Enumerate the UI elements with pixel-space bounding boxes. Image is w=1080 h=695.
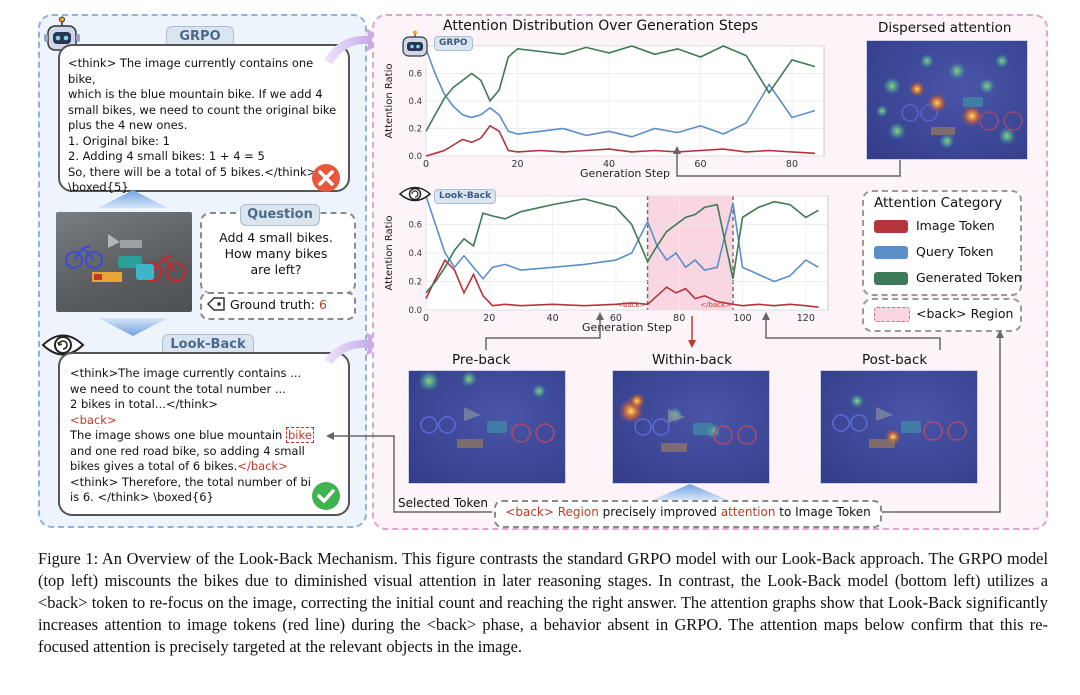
curve-arrow-top-icon [324,28,386,64]
ground-truth: Ground truth: 6 [230,297,327,312]
legend-swatch-image [874,220,908,233]
legend-swatch-generated [874,272,908,285]
eye-lookback-icon [41,334,85,356]
figure-caption: Figure 1: An Overview of the Look-Back M… [38,549,1048,656]
up-arrow-icon [98,190,168,208]
legend-label-generated: Generated Token [916,270,1022,285]
lookback-reasoning-text: <think>The image currently contains ... … [70,366,344,506]
series-line-image-token [425,258,819,308]
post-back-label: Post-back [862,352,928,368]
y-tick-label: 0.0 [408,152,422,162]
y-tick-label: 0.2 [408,125,422,135]
y-axis-label: Attention Ratio [384,215,395,290]
x-tick-label: 40 [603,159,615,170]
within-back-label: Within-back [652,352,732,368]
lookback-reasoning-box [58,352,350,516]
post-back-heatmap [820,370,978,484]
ground-truth-label: Ground truth: [230,297,315,312]
legend-label-back-region: <back> Region [916,306,1014,321]
question-image [56,212,192,312]
ground-truth-box [200,292,356,320]
y-tick-label: 0.6 [408,70,422,80]
conclusion-part2: precisely improved [598,505,721,519]
y-tick-label: 0.0 [408,306,422,316]
x-tick-label: 60 [694,159,706,170]
x-tick-label: 80 [673,313,685,324]
attention-legend: Attention Category Image Token Query Tok… [862,190,1022,296]
x-tick-label: 80 [786,159,798,170]
x-tick-label: 40 [547,313,559,324]
question-text: Add 4 small bikes. How many bikes are le… [219,230,333,277]
pre-back-label: Pre-back [452,352,511,368]
down-arrow-icon [98,318,168,336]
dispersed-attention-label: Dispersed attention [878,20,1012,36]
conclusion-part3: attention [720,505,776,519]
x-tick-label: 100 [733,313,751,324]
legend-label-image: Image Token [916,218,995,233]
grpo-reasoning-box [58,44,350,192]
back-open-token: <back> [70,412,117,427]
eye-small-icon [398,186,432,202]
ground-truth-value: 6 [318,297,327,312]
x-axis-label: Generation Step [582,321,672,334]
wrong-icon [312,164,340,192]
conclusion-box [494,500,882,528]
lookback-badge: Look-Back [434,189,497,204]
legend-title: Attention Category [874,195,1003,211]
y-tick-label: 0.4 [408,249,422,259]
series-line-query-token [425,195,819,283]
selected-token-bike[interactable]: bike [285,427,314,443]
tag-icon [206,297,225,311]
x-axis-label: Generation Step [580,167,670,180]
chart-main-title: Attention Distribution Over Generation S… [443,18,759,34]
back-open-marker: <back> [617,301,646,309]
grpo-title: GRPO [166,26,234,48]
x-tick-label: 120 [797,313,815,324]
conclusion-text: <back> Region precisely improved attenti… [494,505,882,519]
lookback-attention-chart: <back></back>0.00.20.40.60.8020406080100… [384,192,829,334]
pre-back-heatmap [408,370,566,484]
grpo-badge: GRPO [434,36,473,51]
x-tick-label: 0 [423,159,429,170]
dispersed-attention-heatmap [866,40,1028,160]
lookback-back-text-b: and one red road bike, so adding 4 small… [70,443,305,474]
connector-lines [326,146,1004,516]
x-tick-label: 20 [483,313,495,324]
back-close-marker: </back> [700,301,731,309]
x-tick-label: 60 [610,313,622,324]
y-tick-label: 0.2 [408,278,422,288]
correct-icon [312,482,340,510]
within-back-heatmap [612,370,770,484]
curve-arrow-bottom-icon [324,332,386,364]
series-line-generated-token [425,45,816,132]
grpo-attention-chart: 0.00.20.40.60.8020406080Generation StepA… [384,42,825,180]
lookback-think-1: <think>The image currently contains ... … [70,366,302,411]
back-close-token: </back> [237,459,288,473]
y-tick-label: 0.6 [408,221,422,231]
x-tick-label: 0 [423,313,429,324]
back-region-legend: <back> Region [862,298,1022,332]
lookback-think-2: <think> Therefore, the total number of b… [70,474,312,505]
conclusion-part1: <back> Region [505,505,599,519]
x-tick-label: 20 [511,159,523,170]
legend-label-query: Query Token [916,244,994,259]
series-line-query-token [425,48,816,138]
legend-swatch-back-region [874,307,910,322]
y-tick-label: 0.4 [408,97,422,107]
lookback-back-text-a: The image shows one blue mountain [70,428,286,442]
question-title: Question [240,204,320,226]
robot-small-icon [402,30,428,57]
series-line-image-token [425,124,815,157]
legend-swatch-query [874,246,908,259]
selected-token-label: Selected Token [398,496,488,510]
y-axis-label: Attention Ratio [384,63,395,138]
lookback-title: Look-Back [162,334,254,356]
grpo-reasoning-text: <think> The image currently contains one… [68,56,337,194]
conclusion-part4: to Image Token [775,505,871,519]
series-line-generated-token [425,198,819,294]
